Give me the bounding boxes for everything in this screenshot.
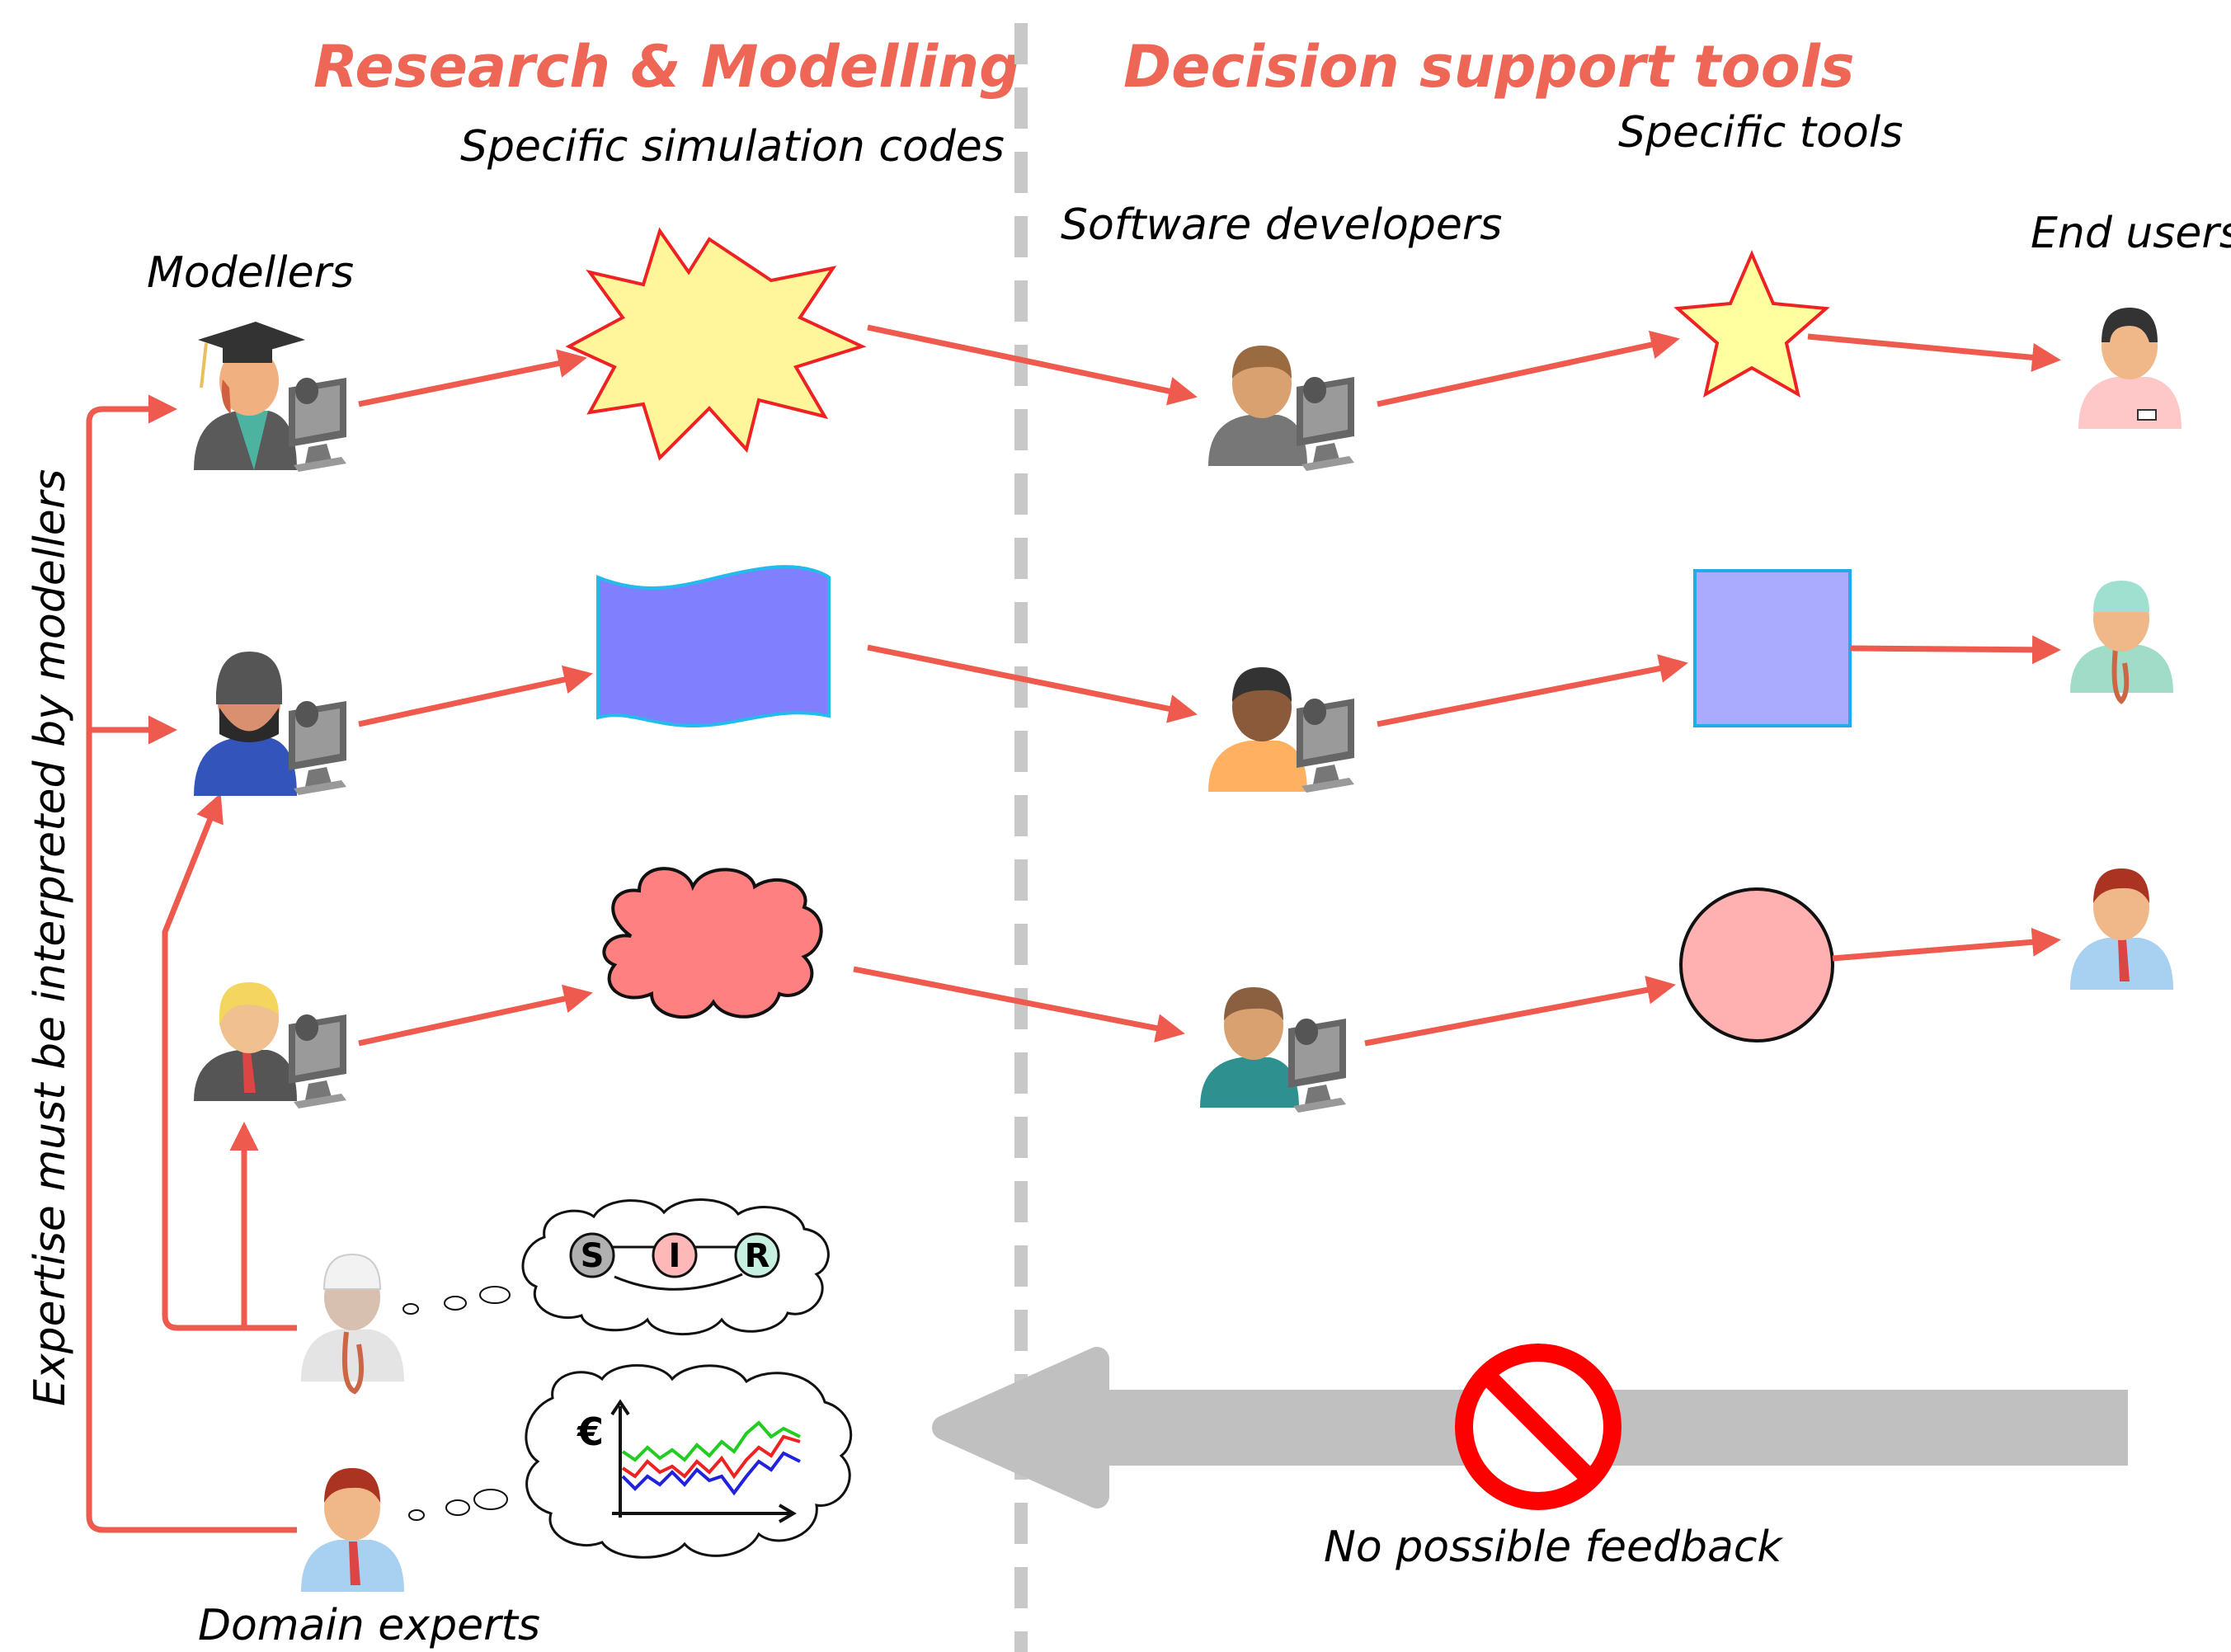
- label-simulation-codes: Specific simulation codes: [460, 122, 1005, 172]
- heading-decision-support: Decision support tools: [1123, 33, 1854, 101]
- cloud-shape: [602, 867, 823, 1019]
- modeller-blond-icon: [194, 982, 346, 1108]
- modeller-beanie-icon: [194, 652, 346, 796]
- arrow-modeller3-to-code: [358, 984, 593, 1047]
- arrow-expert-to-modeller-2: [162, 793, 297, 1331]
- developer-2-icon: [1208, 667, 1354, 793]
- sir-label-r: R: [745, 1237, 770, 1275]
- label-modellers: Modellers: [147, 248, 354, 298]
- domain-expert-doctor-icon: [301, 1468, 404, 1592]
- circle-shape: [1679, 887, 1834, 1043]
- arrow-modeller1-to-code: [358, 349, 587, 407]
- arrow-modeller2-to-code: [358, 665, 593, 727]
- thought-bubble-price-chart: €: [408, 1364, 853, 1559]
- thought-bubble-sir: S I R: [402, 1198, 830, 1336]
- arrow-tool3-to-user: [1832, 927, 2061, 962]
- end-user-surgeon-icon: [2070, 581, 2173, 705]
- sir-label-s: S: [581, 1237, 605, 1275]
- developer-1-icon: [1208, 346, 1354, 471]
- arrow-tool2-to-user: [1849, 635, 2061, 665]
- star-shape: [1673, 249, 1830, 398]
- label-domain-experts: Domain experts: [198, 1601, 540, 1650]
- arrow-code3-to-developer: [853, 966, 1185, 1043]
- label-specific-tools: Specific tools: [1618, 108, 1903, 158]
- prohibited-icon: [1455, 1344, 1621, 1510]
- sir-node-s: [569, 1232, 615, 1278]
- bracket-arrow-to-modeller-1: [86, 394, 297, 1533]
- modeller-graduate-icon: [194, 322, 346, 472]
- heading-research-modelling: Research & Modelling: [313, 33, 1020, 101]
- arrow-developer2-to-tool: [1377, 654, 1688, 727]
- label-end-users: End users: [2031, 209, 2231, 258]
- label-no-feedback: No possible feedback: [1324, 1523, 1783, 1572]
- arrow-developer3-to-tool: [1364, 976, 1676, 1047]
- explosion-shape: [565, 227, 867, 461]
- arrow-code2-to-developer: [867, 644, 1198, 723]
- domain-expert-nurse-icon: [301, 1253, 404, 1395]
- end-user-doctor-icon: [2070, 868, 2173, 990]
- sir-node-i: [652, 1232, 698, 1278]
- square-shape: [1693, 569, 1852, 727]
- sir-label-i: I: [669, 1237, 681, 1275]
- label-vertical-expertise: Expertise must be interpreted by modelle…: [26, 469, 75, 1406]
- euro-symbol: €: [577, 1410, 604, 1454]
- arrow-tool1-to-user: [1807, 333, 2061, 372]
- sir-node-r: [734, 1232, 780, 1278]
- wave-flag-shape: [596, 565, 831, 728]
- end-user-nurse-icon: [2078, 308, 2182, 429]
- developer-3-icon: [1200, 987, 1346, 1113]
- label-software-developers: Software developers: [1061, 200, 1502, 250]
- arrow-code1-to-developer: [867, 324, 1198, 406]
- arrow-developer1-to-tool: [1377, 330, 1680, 407]
